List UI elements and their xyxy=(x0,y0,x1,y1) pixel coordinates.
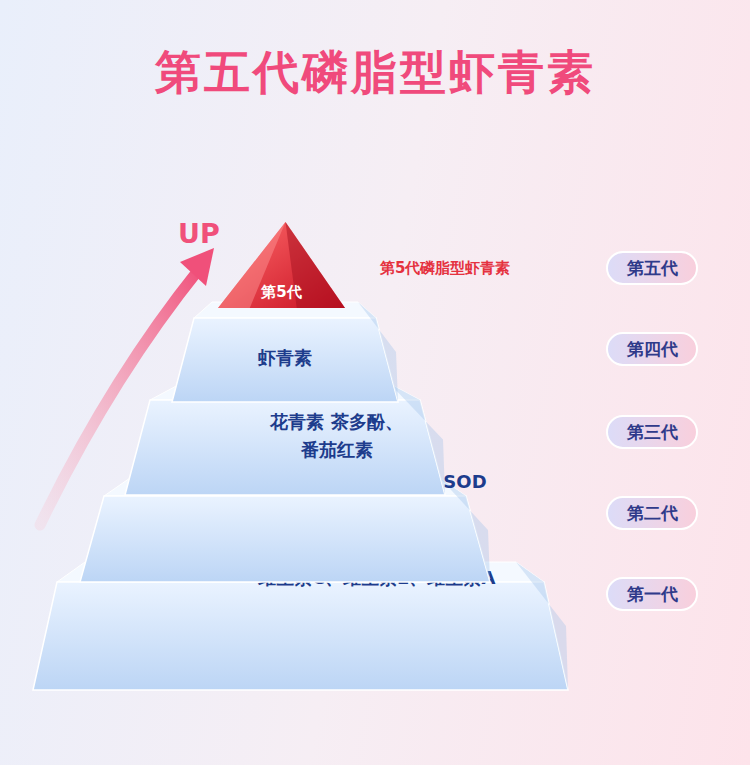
tier-top-face xyxy=(104,478,466,496)
tier-front-face xyxy=(125,400,445,495)
tier-text: 第5代 xyxy=(261,281,301,304)
pill-bg xyxy=(607,416,697,448)
tier-front-face xyxy=(33,582,568,690)
pyramid-tier: 虾青素 xyxy=(172,302,398,402)
apex-face xyxy=(218,222,345,308)
pill-bg xyxy=(607,578,697,610)
generation-label: 第一代 xyxy=(627,583,678,606)
tier-front-face xyxy=(80,496,490,582)
tier-side xyxy=(390,384,445,495)
generation-pill: 第二代 xyxy=(606,496,698,530)
tier-text: 虾青素 xyxy=(258,344,312,372)
tier-top-face xyxy=(57,562,544,582)
tier-side xyxy=(358,302,398,402)
pyramid-apex: 第5代 xyxy=(218,222,345,308)
tier-text: 花青素 茶多酚、番茄红素 xyxy=(249,408,424,464)
generation-label: 第三代 xyxy=(627,421,678,444)
up-label: UP xyxy=(178,218,220,249)
generation-pill: 第一代 xyxy=(606,577,698,611)
generation-label: 第四代 xyxy=(627,338,678,361)
generation-label: 第二代 xyxy=(627,502,678,525)
generation-pill: 第五代 xyxy=(606,251,698,285)
tier-side xyxy=(516,562,568,690)
pill-bg xyxy=(607,252,697,284)
tier-side xyxy=(440,478,490,582)
pill-bg xyxy=(607,333,697,365)
tier-top-face xyxy=(150,384,420,400)
up-arrow-head xyxy=(180,248,214,286)
generation-pill: 第三代 xyxy=(606,415,698,449)
tier-front-face xyxy=(172,318,398,402)
generation-label: 第五代 xyxy=(627,257,678,280)
apex-caption: 第5代磷脂型虾青素 xyxy=(380,259,510,278)
title: 第五代磷脂型虾青素 xyxy=(0,42,750,104)
generation-pill: 第四代 xyxy=(606,332,698,366)
tier-top-face xyxy=(194,302,376,318)
pill-bg xyxy=(607,497,697,529)
